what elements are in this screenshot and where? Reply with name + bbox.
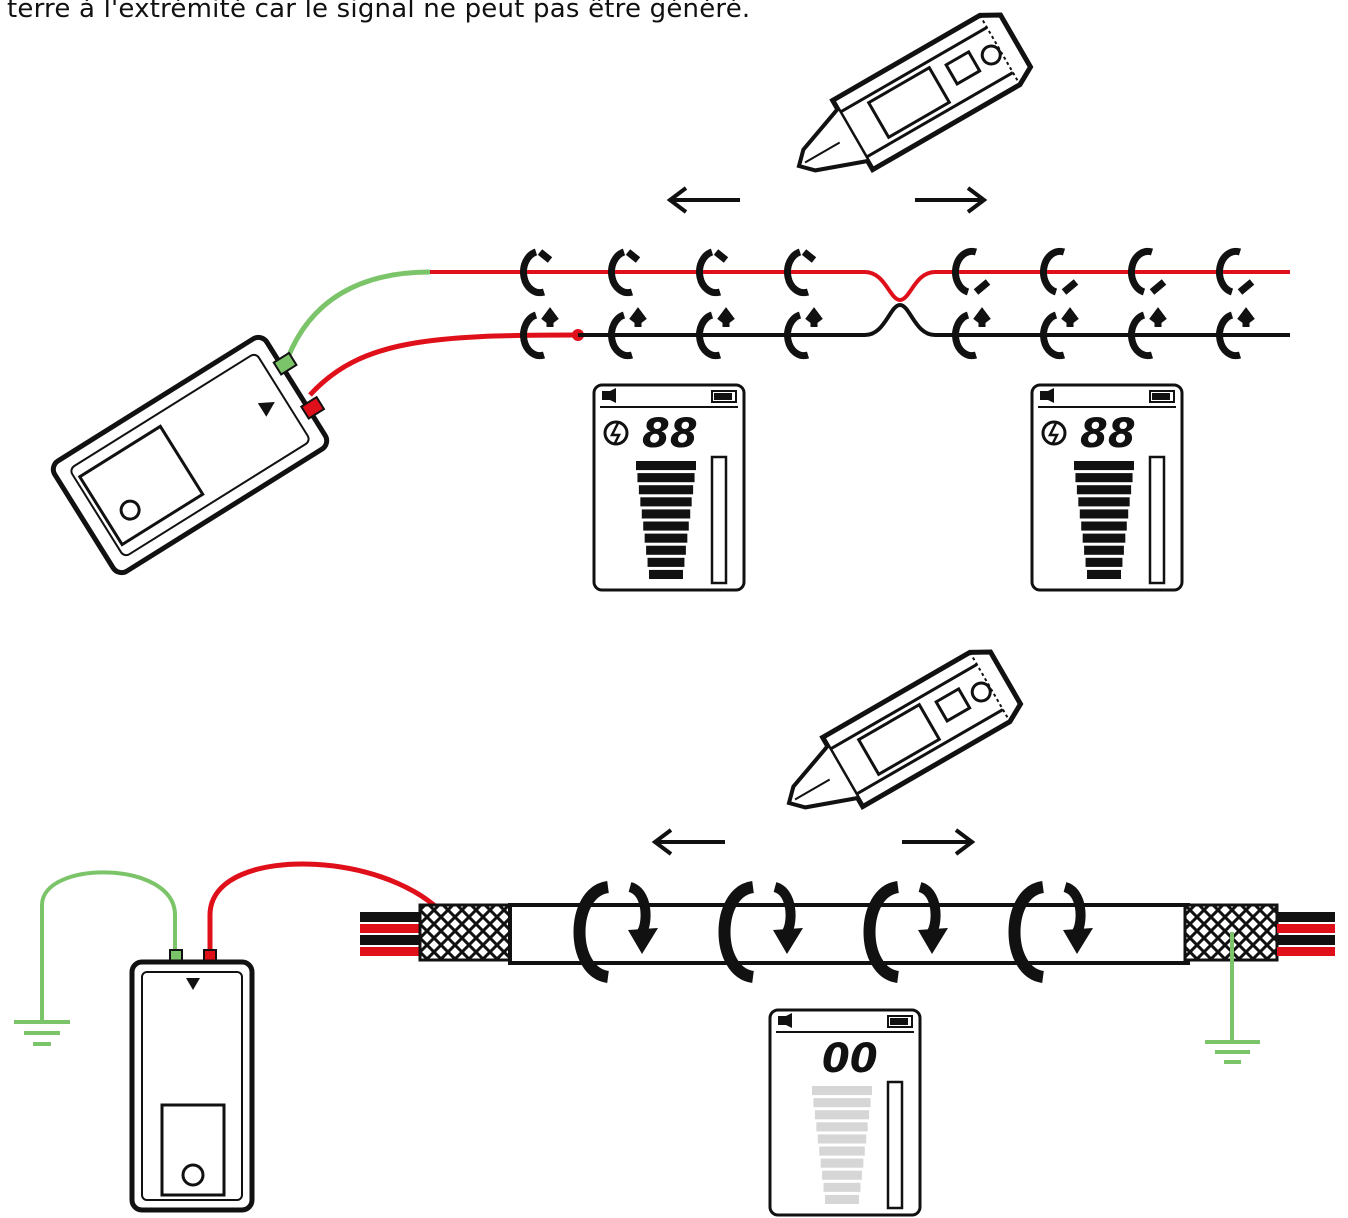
level-bar	[1075, 473, 1133, 483]
level-bar	[822, 1170, 862, 1180]
level-bar	[1082, 533, 1126, 543]
top-scene: 88 88	[50, 6, 1290, 592]
level-bar	[647, 557, 685, 567]
red-lead	[207, 861, 458, 960]
level-bar	[641, 509, 691, 519]
speaker-icon	[1040, 388, 1054, 403]
level-bar	[1084, 545, 1124, 555]
direction-arrow-left-icon	[666, 186, 740, 214]
level-bar	[1081, 521, 1127, 531]
level-bar	[646, 545, 686, 555]
lcd-reading: 00	[822, 1036, 878, 1082]
flux-arrow-icons	[520, 247, 1255, 360]
level-bar	[638, 485, 694, 495]
ground-lead	[40, 870, 177, 1022]
direction-arrow-left-icon	[651, 828, 725, 856]
live-wire-top	[430, 270, 1290, 303]
level-bar	[819, 1146, 865, 1156]
caption-text: terre à l'extrémité car le signal ne peu…	[7, 0, 751, 24]
level-bar	[1078, 497, 1130, 507]
level-bar	[636, 461, 696, 471]
level-bar	[644, 533, 688, 543]
receiver-clamp-icon	[779, 6, 1036, 200]
level-bar	[1085, 557, 1123, 567]
battery-icon	[1149, 390, 1175, 403]
level-bar	[816, 1122, 868, 1132]
receiver-clamp-icon	[769, 643, 1026, 837]
lcd-reading: 88	[1080, 411, 1136, 457]
transmitter-device-icon	[129, 949, 255, 1213]
ground-lead	[284, 269, 431, 361]
level-bar	[649, 569, 683, 579]
transmitter-device-icon	[50, 334, 330, 576]
direction-arrow-right-icon	[902, 828, 976, 856]
shielded-cable	[360, 903, 1335, 965]
level-bar	[820, 1158, 864, 1168]
neutral-wire-bottom	[578, 302, 1290, 337]
flux-arrow-icons	[573, 881, 1093, 983]
ground-symbol-icon	[1205, 1040, 1260, 1064]
lcd-display-right: 88	[1030, 383, 1184, 592]
level-bar	[1087, 569, 1121, 579]
lcd-display: 00	[768, 1008, 922, 1217]
lightning-icon	[1041, 420, 1067, 446]
level-bar	[1076, 485, 1132, 495]
lcd-reading: 88	[642, 411, 698, 457]
level-bar	[825, 1194, 859, 1204]
level-bar	[637, 473, 695, 483]
red-lead	[308, 332, 579, 397]
level-bar	[812, 1086, 872, 1096]
level-bar	[1079, 509, 1129, 519]
bottom-scene: 00	[14, 643, 1335, 1217]
direction-arrow-right-icon	[915, 186, 988, 214]
level-bar	[817, 1134, 867, 1144]
level-bar	[1074, 461, 1134, 471]
lcd-display-left: 88	[592, 383, 746, 592]
lightning-icon	[603, 420, 629, 446]
level-bar	[813, 1098, 871, 1108]
level-bar	[640, 497, 692, 507]
speaker-icon	[602, 388, 616, 403]
battery-icon	[887, 1015, 913, 1028]
level-bar	[814, 1110, 870, 1120]
level-bar	[643, 521, 689, 531]
ground-symbol-icon	[14, 1020, 70, 1046]
speaker-icon	[778, 1013, 792, 1028]
battery-icon	[711, 390, 737, 403]
level-bar	[823, 1182, 861, 1192]
